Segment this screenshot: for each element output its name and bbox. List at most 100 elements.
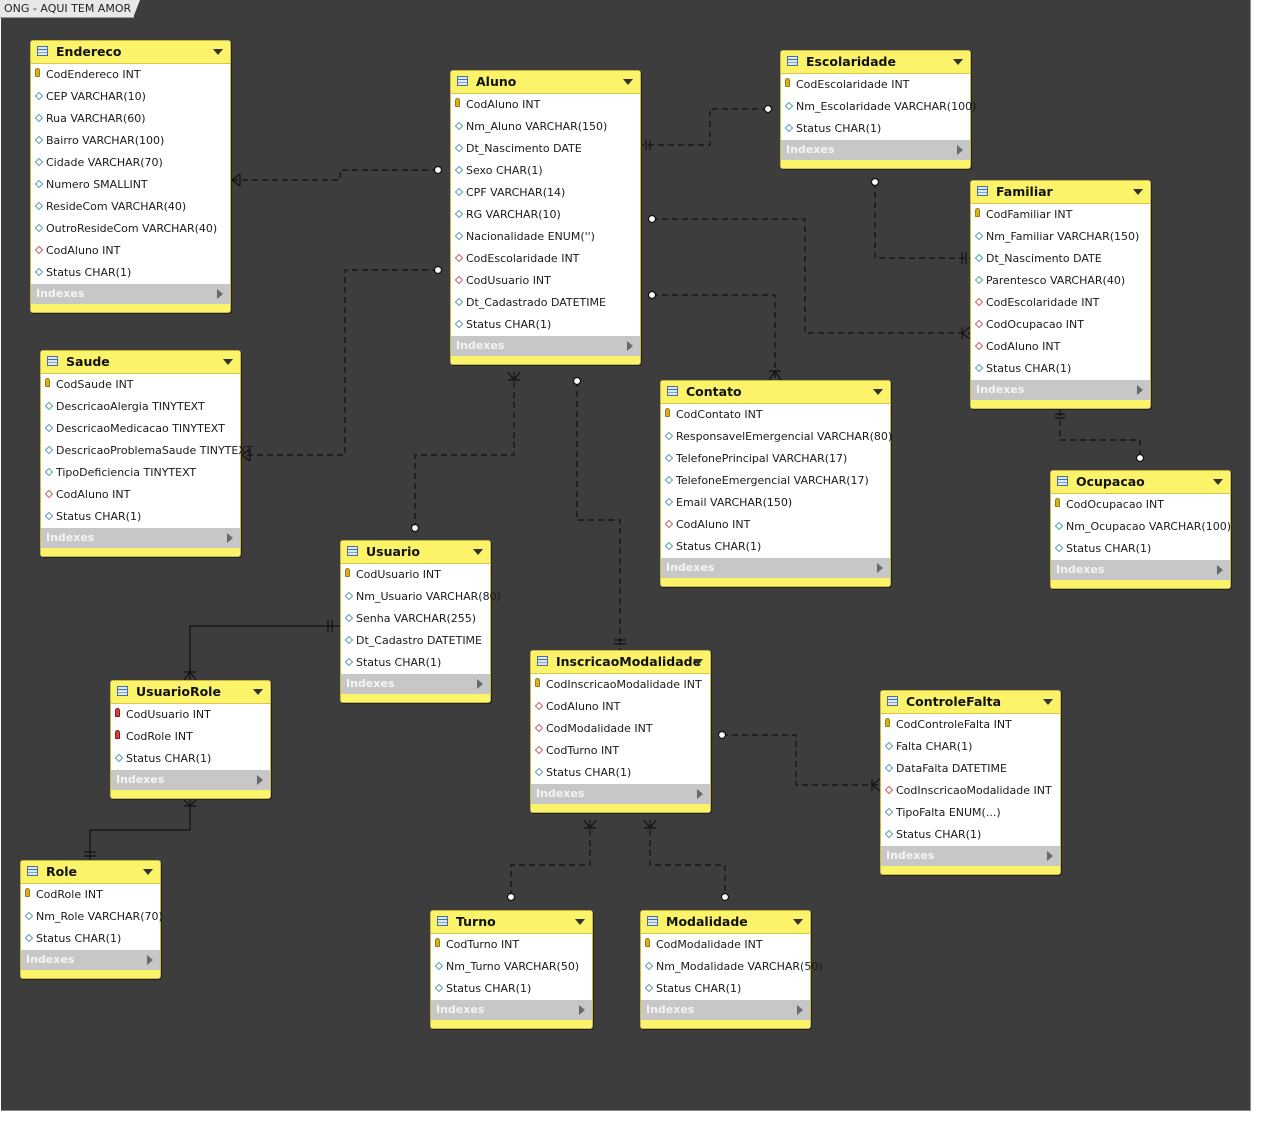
indexes-section[interactable]: Indexes xyxy=(781,140,970,160)
column-row[interactable]: TelefonePrincipal VARCHAR(17) xyxy=(661,448,890,470)
column-row[interactable]: Status CHAR(1) xyxy=(431,978,592,1000)
column-row[interactable]: DescricaoProblemaSaude TINYTEXT xyxy=(41,440,252,462)
indexes-section[interactable]: Indexes xyxy=(881,846,1060,866)
expand-arrow-icon[interactable] xyxy=(147,955,153,965)
column-row[interactable]: TelefoneEmergencial VARCHAR(17) xyxy=(661,470,890,492)
column-row[interactable]: CodInscricaoModalidade INT xyxy=(531,674,710,696)
column-row[interactable]: ResideCom VARCHAR(40) xyxy=(31,196,230,218)
expand-arrow-icon[interactable] xyxy=(957,145,963,155)
column-row[interactable]: CodAluno INT xyxy=(41,484,240,506)
column-row[interactable]: Rua VARCHAR(60) xyxy=(31,108,230,130)
column-row[interactable]: CodUsuario INT xyxy=(111,704,270,726)
indexes-section[interactable]: Indexes xyxy=(21,950,160,970)
column-row[interactable]: Status CHAR(1) xyxy=(21,928,160,950)
column-row[interactable]: Status CHAR(1) xyxy=(781,118,970,140)
expand-arrow-icon[interactable] xyxy=(1137,385,1143,395)
indexes-section[interactable]: Indexes xyxy=(341,674,490,694)
column-row[interactable]: Numero SMALLINT xyxy=(31,174,230,196)
expand-arrow-icon[interactable] xyxy=(1217,565,1223,575)
table-header[interactable]: Turno xyxy=(431,911,592,934)
collapse-arrow-icon[interactable] xyxy=(873,389,883,395)
collapse-arrow-icon[interactable] xyxy=(1133,189,1143,195)
column-row[interactable]: CodControleFalta INT xyxy=(881,714,1060,736)
indexes-section[interactable]: Indexes xyxy=(31,284,230,304)
column-row[interactable]: RG VARCHAR(10) xyxy=(451,204,640,226)
column-row[interactable]: Nm_Role VARCHAR(70) xyxy=(21,906,163,928)
column-row[interactable]: Sexo CHAR(1) xyxy=(451,160,640,182)
collapse-arrow-icon[interactable] xyxy=(793,919,803,925)
collapse-arrow-icon[interactable] xyxy=(223,359,233,365)
column-row[interactable]: CodModalidade INT xyxy=(641,934,810,956)
column-row[interactable]: Status CHAR(1) xyxy=(971,358,1150,380)
expand-arrow-icon[interactable] xyxy=(227,533,233,543)
column-row[interactable]: Status CHAR(1) xyxy=(111,748,270,770)
column-row[interactable]: CodAluno INT xyxy=(31,240,230,262)
column-row[interactable]: CodOcupacao INT xyxy=(971,314,1150,336)
table-header[interactable]: Familiar xyxy=(971,181,1150,204)
expand-arrow-icon[interactable] xyxy=(877,563,883,573)
table-header[interactable]: Endereco xyxy=(31,41,230,64)
column-row[interactable]: Status CHAR(1) xyxy=(341,652,490,674)
column-row[interactable]: Parentesco VARCHAR(40) xyxy=(971,270,1150,292)
table-header[interactable]: Role xyxy=(21,861,160,884)
indexes-section[interactable]: Indexes xyxy=(1051,560,1230,580)
column-row[interactable]: Cidade VARCHAR(70) xyxy=(31,152,230,174)
collapse-arrow-icon[interactable] xyxy=(623,79,633,85)
expand-arrow-icon[interactable] xyxy=(257,775,263,785)
column-row[interactable]: Nm_Turno VARCHAR(50) xyxy=(431,956,592,978)
column-row[interactable]: Dt_Cadastro DATETIME xyxy=(341,630,490,652)
indexes-section[interactable]: Indexes xyxy=(641,1000,810,1020)
column-row[interactable]: Nm_Modalidade VARCHAR(50) xyxy=(641,956,823,978)
table-header[interactable]: Usuario xyxy=(341,541,490,564)
column-row[interactable]: Falta CHAR(1) xyxy=(881,736,1060,758)
column-row[interactable]: Status CHAR(1) xyxy=(531,762,710,784)
column-row[interactable]: CodSaude INT xyxy=(41,374,240,396)
column-row[interactable]: Nm_Aluno VARCHAR(150) xyxy=(451,116,640,138)
column-row[interactable]: Nm_Ocupacao VARCHAR(100) xyxy=(1051,516,1231,538)
column-row[interactable]: Nm_Familiar VARCHAR(150) xyxy=(971,226,1150,248)
column-row[interactable]: CEP VARCHAR(10) xyxy=(31,86,230,108)
column-row[interactable]: CodAluno INT xyxy=(971,336,1150,358)
expand-arrow-icon[interactable] xyxy=(579,1005,585,1015)
column-row[interactable]: CodRole INT xyxy=(111,726,270,748)
column-row[interactable]: Nm_Escolaridade VARCHAR(100) xyxy=(781,96,976,118)
column-row[interactable]: CodEscolaridade INT xyxy=(781,74,970,96)
table-header[interactable]: Saude xyxy=(41,351,240,374)
column-row[interactable]: TipoFalta ENUM(...) xyxy=(881,802,1060,824)
table-header[interactable]: Contato xyxy=(661,381,890,404)
column-row[interactable]: CodEscolaridade INT xyxy=(451,248,640,270)
column-row[interactable]: CodAluno INT xyxy=(531,696,710,718)
column-row[interactable]: CodModalidade INT xyxy=(531,718,710,740)
indexes-section[interactable]: Indexes xyxy=(971,380,1150,400)
table-header[interactable]: Escolaridade xyxy=(781,51,970,74)
column-row[interactable]: CodContato INT xyxy=(661,404,890,426)
column-row[interactable]: Status CHAR(1) xyxy=(31,262,230,284)
column-row[interactable]: DescricaoMedicacao TINYTEXT xyxy=(41,418,240,440)
column-row[interactable]: TipoDeficiencia TINYTEXT xyxy=(41,462,240,484)
column-row[interactable]: Bairro VARCHAR(100) xyxy=(31,130,230,152)
column-row[interactable]: CodFamiliar INT xyxy=(971,204,1150,226)
column-row[interactable]: Dt_Cadastrado DATETIME xyxy=(451,292,640,314)
column-row[interactable]: CodUsuario INT xyxy=(451,270,640,292)
column-row[interactable]: Nm_Usuario VARCHAR(80) xyxy=(341,586,501,608)
indexes-section[interactable]: Indexes xyxy=(531,784,710,804)
collapse-arrow-icon[interactable] xyxy=(473,549,483,555)
collapse-arrow-icon[interactable] xyxy=(213,49,223,55)
collapse-arrow-icon[interactable] xyxy=(143,869,153,875)
column-row[interactable]: Dt_Nascimento DATE xyxy=(451,138,640,160)
column-row[interactable]: CodRole INT xyxy=(21,884,160,906)
expand-arrow-icon[interactable] xyxy=(477,679,483,689)
column-row[interactable]: CodEscolaridade INT xyxy=(971,292,1150,314)
